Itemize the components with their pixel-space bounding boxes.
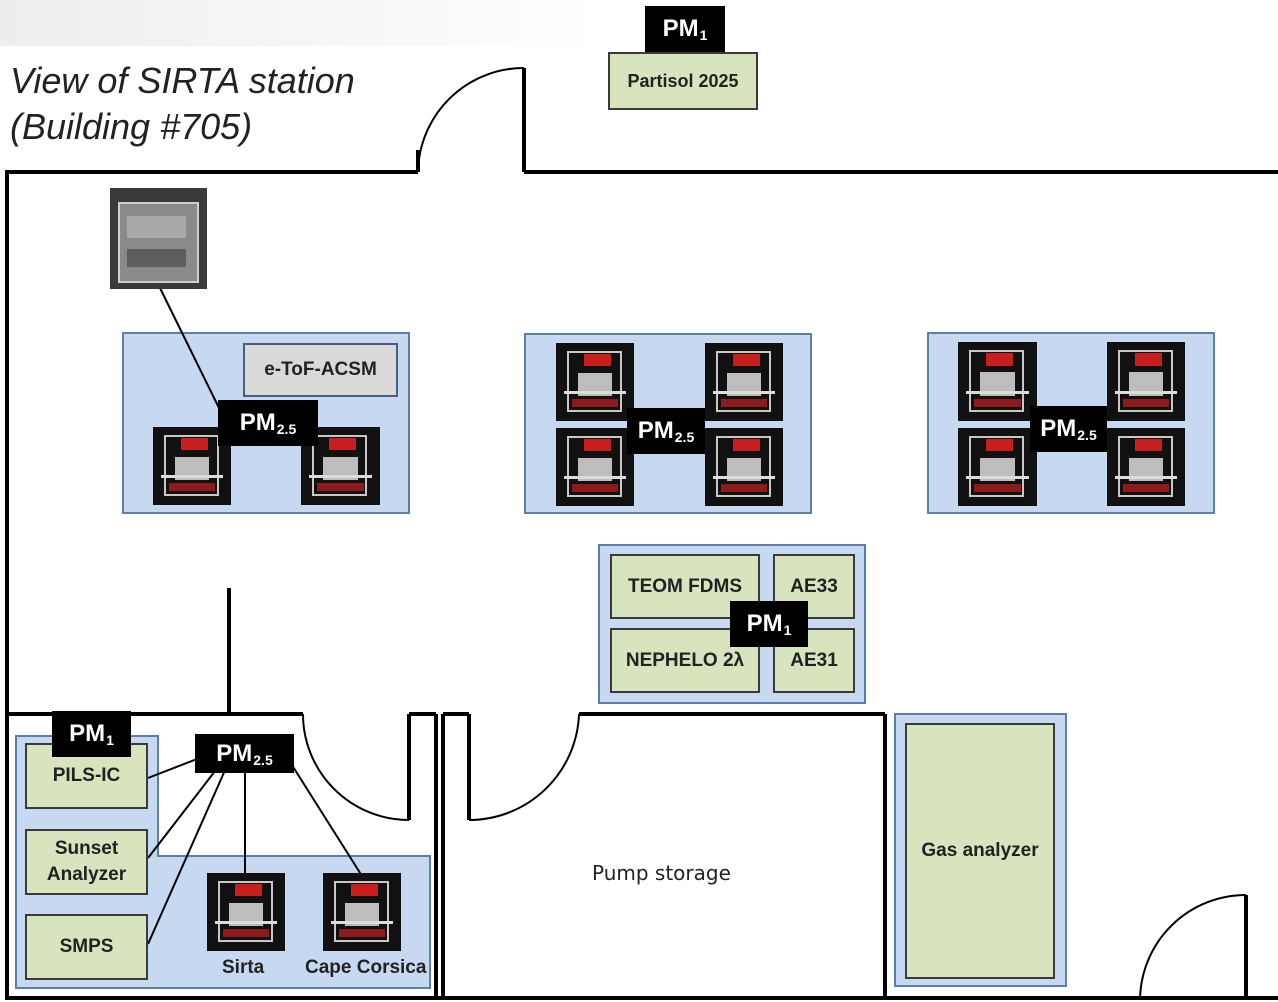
sampler-icon <box>1107 342 1185 421</box>
pm1-text: PM <box>69 720 106 747</box>
sampler-icon-cape <box>323 873 401 951</box>
sampler-icon <box>958 428 1037 506</box>
ae33-label: AE33 <box>790 575 838 597</box>
pils-label: PILS-IC <box>52 765 121 786</box>
sampler-icon <box>958 342 1037 421</box>
pm25-text: PM <box>637 417 674 444</box>
pm1-text: PM <box>662 15 699 42</box>
smps-label: SMPS <box>59 936 114 957</box>
gas-analyzer-label: Gas analyzer <box>921 840 1039 861</box>
sunset-label: Sunset Analyzer <box>46 838 127 885</box>
acsm-photo <box>110 188 207 289</box>
teom-box: TEOM FDMS <box>610 554 760 619</box>
pm1-sub: 1 <box>699 27 708 43</box>
sampler-icon <box>556 428 634 506</box>
partisol-box: Partisol 2025 <box>608 52 758 110</box>
pm25-text: PM <box>239 409 276 436</box>
sirta-label: Sirta <box>222 957 265 978</box>
sampler-icon <box>705 343 783 421</box>
pm25-sub: 2.5 <box>1077 427 1097 443</box>
sunset-box: Sunset Analyzer <box>25 829 148 895</box>
title-line-2: (Building #705) <box>10 106 253 147</box>
pm25-text: PM <box>1040 415 1077 442</box>
ae31-label: AE31 <box>790 649 838 671</box>
acsm-label: e-ToF-ACSM <box>264 359 377 380</box>
background-fade <box>0 0 600 46</box>
acsm-box: e-ToF-ACSM <box>243 343 398 397</box>
title-line-1: View of SIRTA station <box>10 60 355 101</box>
sampler-icon <box>705 428 783 506</box>
pm1-sub: 1 <box>106 732 114 748</box>
pm1-text: PM <box>746 610 783 637</box>
gas-analyzer-box: Gas analyzer <box>905 723 1055 979</box>
nephelo-label: NEPHELO 2λ <box>625 649 745 671</box>
pm25-sub: 2.5 <box>674 429 695 445</box>
ae33-box: AE33 <box>773 554 855 619</box>
partisol-label: Partisol 2025 <box>627 71 739 91</box>
smps-box: SMPS <box>25 914 148 980</box>
sampler-icon <box>1107 428 1185 506</box>
pm25-sub: 2.5 <box>276 421 297 437</box>
pm25-sub: 2.5 <box>253 751 273 768</box>
sampler-icon <box>556 343 634 421</box>
sampler-icon-sirta <box>207 873 285 951</box>
pump-storage-label: Pump storage <box>592 861 731 885</box>
page-title: View of SIRTA station (Building #705) <box>10 58 355 150</box>
teom-label: TEOM FDMS <box>628 575 742 597</box>
pm1-sub: 1 <box>783 622 792 638</box>
ae31-box: AE31 <box>773 628 855 693</box>
cape-label: Cape Corsica <box>305 957 427 978</box>
pm25-text: PM <box>216 739 253 767</box>
